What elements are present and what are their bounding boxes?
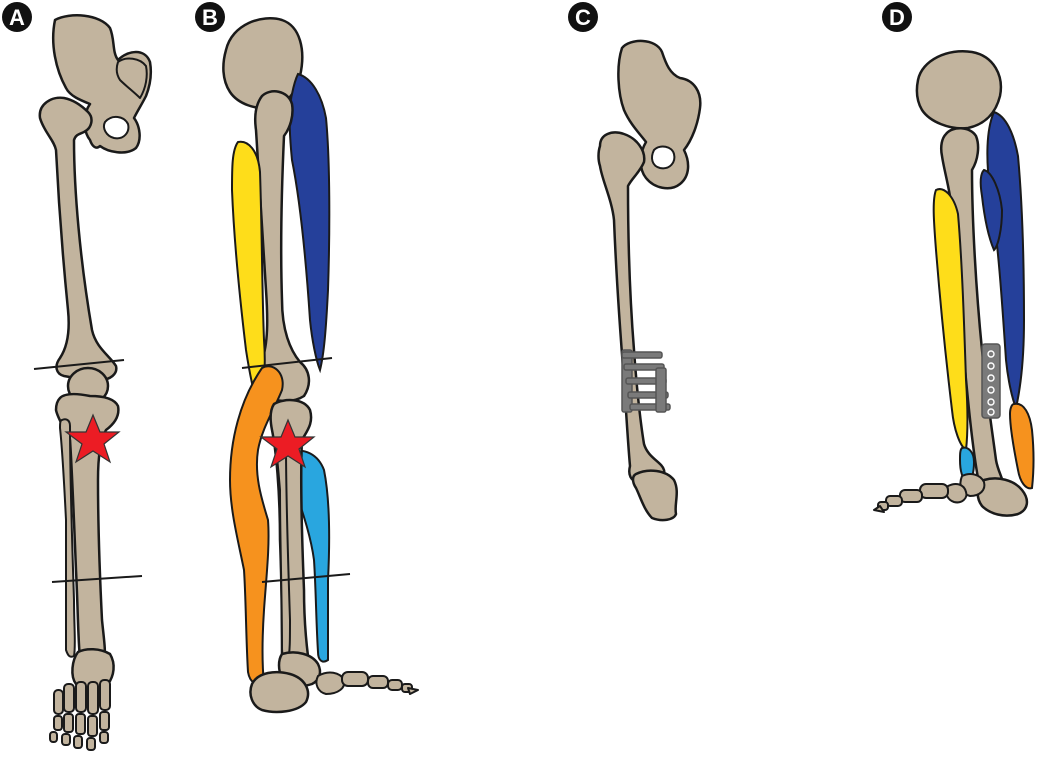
svg-text:A: A [9, 5, 25, 30]
svg-text:D: D [889, 5, 905, 30]
muscle-orange [228, 365, 284, 686]
panel-label-c: C [568, 2, 598, 32]
panel-label-b: B [195, 2, 225, 32]
sacrum [115, 57, 148, 99]
foot-a [49, 648, 115, 751]
pelvis [617, 39, 702, 190]
panel-c: C [568, 2, 702, 522]
panel-label-a: A [2, 2, 32, 32]
star-icon [259, 418, 316, 469]
panel-label-d: D [882, 2, 912, 32]
resection-line-proximal-b [241, 357, 333, 369]
pelvis [51, 14, 153, 154]
panel-b: B [195, 2, 419, 714]
obturator-foramen [103, 116, 130, 140]
star-icon [64, 413, 121, 464]
foot-c [631, 469, 678, 522]
svg-text:B: B [202, 5, 218, 30]
obturator-foramen [651, 145, 676, 170]
fixation-plate-c [621, 349, 671, 413]
femur [38, 96, 118, 382]
pelvis [915, 49, 1003, 130]
muscle-blue-upper [979, 168, 1004, 252]
foot-b [249, 651, 419, 714]
resection-line-distal-a [51, 575, 143, 583]
fibula [59, 418, 76, 658]
muscle-blue [288, 72, 331, 374]
panel-a: A [2, 2, 153, 751]
resection-line-distal-b [261, 573, 351, 583]
resection-line-proximal-a [33, 359, 125, 370]
panel-d: D [873, 2, 1035, 517]
fixation-plate-d [981, 343, 1001, 419]
svg-text:C: C [575, 5, 591, 30]
muscle-orange [1008, 402, 1035, 490]
femur [597, 131, 666, 484]
foot-d [873, 473, 1029, 517]
